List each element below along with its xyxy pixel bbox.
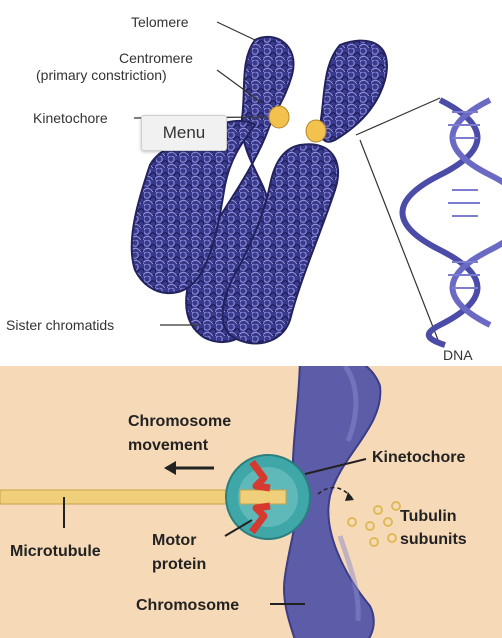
kinetochore-label-bottom: Kinetochore — [372, 449, 465, 466]
dna-double-helix — [399, 97, 502, 348]
chromosome-label: Chromosome — [136, 597, 239, 614]
motor-protein-bottom — [249, 502, 271, 535]
chromosome-structure-panel: Telomere Centromere (primary constrictio… — [6, 14, 502, 363]
centromere-label: Centromere — [119, 50, 193, 66]
kinetochore-microtubule-figure: Chromosome movement Kinetochore Tubulin … — [0, 366, 467, 638]
dna-zoom-line-top — [355, 97, 441, 136]
telomere-label: Telomere — [131, 14, 189, 30]
sister-chromatids-label: Sister chromatids — [6, 317, 114, 333]
kinetochore-spot-right — [305, 119, 327, 143]
top-leader-lines — [133, 21, 269, 326]
dna-label: DNA — [443, 347, 473, 363]
tubulin-label: Tubulin — [400, 508, 457, 525]
motor-protein-sublabel: protein — [152, 556, 206, 573]
chromosome-movement-sublabel: movement — [128, 437, 209, 454]
tubulin-subunits — [347, 501, 401, 547]
chromosome-structure-figure: Telomere Centromere (primary constrictio… — [6, 14, 502, 363]
kinetochore-label-top: Kinetochore — [33, 110, 108, 126]
menu-button[interactable]: Menu — [141, 115, 227, 151]
kinetochore-microtubule-panel: Chromosome movement Kinetochore Tubulin … — [0, 366, 502, 638]
motor-protein-top — [249, 459, 271, 492]
kinetochore-spot-left — [268, 105, 290, 129]
dna-zoom-line-bottom — [359, 139, 441, 346]
motor-protein-label: Motor — [152, 532, 196, 549]
tubulin-sublabel: subunits — [400, 531, 467, 548]
microtubule-label: Microtubule — [10, 543, 101, 560]
chromosome-movement-label: Chromosome — [128, 413, 231, 430]
sister-chromatid-right — [221, 39, 388, 345]
centromere-sublabel: (primary constriction) — [36, 67, 167, 83]
bottom-leader-lines — [63, 458, 367, 605]
